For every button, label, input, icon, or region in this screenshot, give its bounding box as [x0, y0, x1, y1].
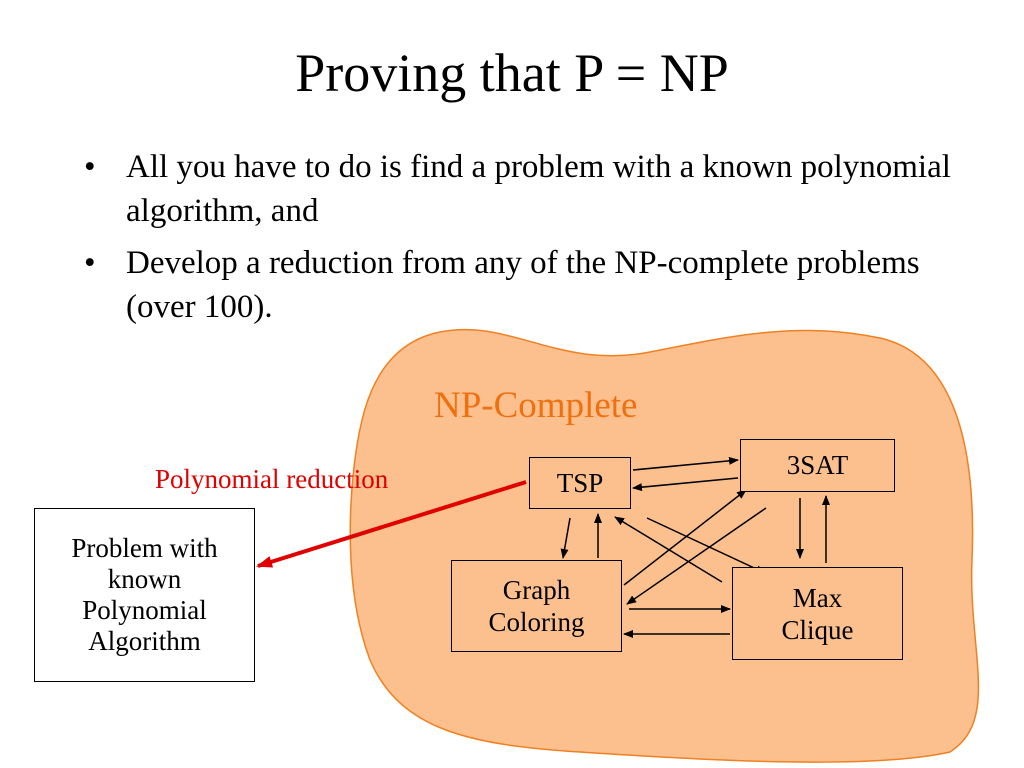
node-graph-coloring: Graph Coloring	[451, 560, 622, 652]
node-known-problem: Problem with known Polynomial Algorithm	[34, 508, 255, 682]
node-max-clique-line: Max	[792, 582, 843, 613]
arrow-3sat-to-coloring	[626, 507, 767, 605]
node-max-clique: Max Clique	[732, 567, 903, 660]
bullet-dot: •	[84, 149, 96, 185]
arrow-tsp-to-3sat	[632, 456, 739, 471]
node-known-problem-line: Algorithm	[88, 626, 201, 656]
arrow-clique-to-tsp	[614, 516, 723, 583]
bullet-list: • All you have to do is find a problem w…	[78, 145, 978, 337]
bullet-item: • All you have to do is find a problem w…	[78, 145, 978, 233]
node-graph-coloring-line: Graph	[502, 575, 571, 605]
slide-title: Proving that P = NP	[295, 43, 729, 103]
node-known-problem-line: Polynomial	[82, 595, 207, 625]
bullet-text: Develop a reduction from any of the NP-c…	[126, 245, 920, 325]
node-tsp-label: TSP	[556, 468, 604, 498]
arrow-tsp-to-clique	[646, 517, 766, 574]
polynomial-reduction-label: Polynomial reduction	[155, 464, 389, 494]
polynomial-reduction-arrow	[256, 480, 527, 568]
node-max-clique-line: Clique	[781, 614, 854, 645]
arrow-3sat-to-tsp	[632, 477, 739, 492]
node-3sat-label: 3SAT	[786, 450, 849, 480]
arrow-coloring-to-3sat	[623, 489, 747, 586]
node-graph-coloring-line: Coloring	[488, 607, 585, 637]
bullet-item: • Develop a reduction from any of the NP…	[78, 241, 978, 329]
node-tsp: TSP	[529, 457, 631, 509]
node-known-problem-line: known	[107, 564, 182, 594]
np-complete-label: NP-Complete	[434, 385, 638, 426]
arrow-tsp-to-coloring	[560, 517, 571, 559]
node-known-problem-line: Problem with	[71, 533, 218, 563]
bullet-text: All you have to do is find a problem wit…	[126, 149, 951, 229]
node-3sat: 3SAT	[740, 439, 895, 492]
bullet-dot: •	[84, 245, 96, 281]
